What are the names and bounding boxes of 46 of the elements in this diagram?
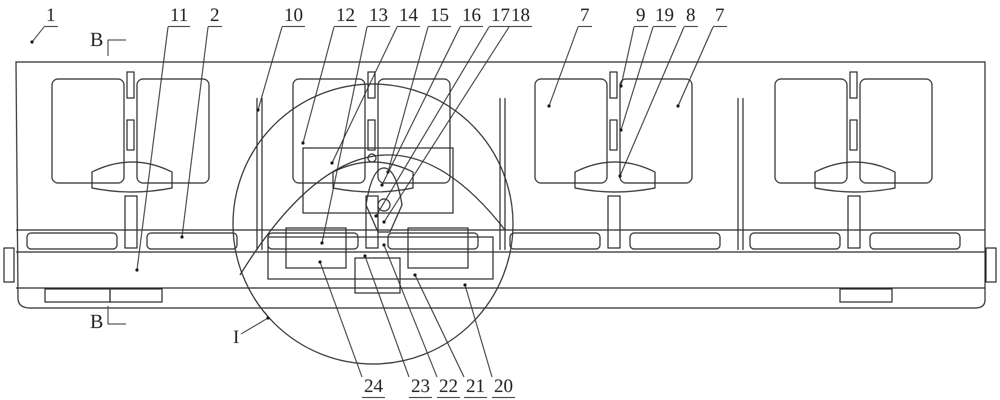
section-label: B — [90, 312, 104, 332]
callout-number: 22 — [437, 377, 460, 398]
callout-number: 18 — [509, 6, 532, 27]
leader-line — [620, 26, 634, 86]
leader-line — [322, 26, 368, 244]
leader-line — [376, 26, 490, 216]
leader-line — [620, 26, 654, 130]
callout-number: 11 — [168, 6, 190, 27]
callout-number: 8 — [684, 6, 698, 27]
callout-number: 16 — [460, 6, 483, 27]
callout-number: 10 — [282, 6, 305, 27]
leader-line — [384, 244, 438, 378]
callout-number: 7 — [713, 6, 726, 27]
leader-line — [388, 26, 428, 172]
leader-line — [32, 26, 44, 42]
leader-line — [548, 26, 578, 106]
callout-number: 15 — [428, 6, 451, 27]
leader-line — [302, 26, 334, 144]
leader-line — [364, 256, 410, 378]
leader-line — [332, 26, 398, 164]
leader-line — [464, 284, 492, 378]
callout-number: 7 — [578, 6, 592, 27]
callout-number: 9 — [634, 6, 648, 27]
callout-number: 21 — [464, 377, 487, 398]
callout-number: 19 — [653, 6, 676, 27]
callout-number: 17 — [489, 6, 512, 27]
leader-line — [414, 274, 464, 378]
callout-number: 2 — [208, 6, 222, 27]
callout-number: 23 — [409, 377, 432, 398]
leader-line — [258, 26, 282, 110]
leader-line — [240, 318, 268, 334]
leader-line — [320, 262, 362, 378]
leader-line — [382, 26, 460, 186]
callout-number: 20 — [492, 377, 515, 398]
callout-number: 14 — [397, 6, 420, 27]
leader-line — [136, 26, 168, 270]
leader-line — [384, 26, 510, 222]
leader-line — [678, 26, 714, 106]
callout-number: I — [231, 328, 242, 348]
callout-number: 1 — [44, 6, 58, 27]
callout-number: 13 — [367, 6, 390, 27]
section-label: B — [90, 30, 104, 50]
callout-number: 24 — [362, 377, 385, 398]
leader-line — [182, 26, 208, 238]
callout-number: 12 — [334, 6, 357, 27]
leader-line — [620, 26, 684, 176]
